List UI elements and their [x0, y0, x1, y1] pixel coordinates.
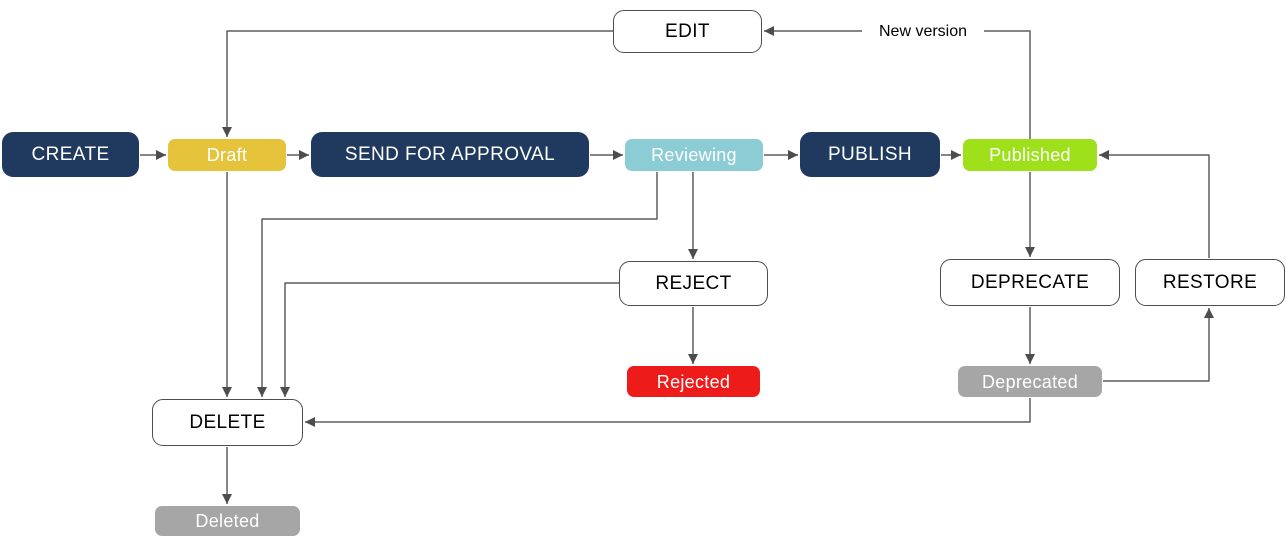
node-edit: EDIT: [613, 10, 762, 53]
node-deprecated: Deprecated: [958, 366, 1102, 397]
node-draft: Draft: [168, 139, 286, 171]
edge-published-edit: [764, 26, 1031, 139]
node-create: CREATE: [2, 132, 139, 177]
edge-reviewing-delete: [257, 172, 658, 397]
node-send-for-approval: SEND FOR APPROVAL: [311, 132, 589, 177]
edge-label-new-version: New version: [862, 20, 984, 44]
node-deprecate: DEPRECATE: [940, 259, 1120, 306]
node-restore: RESTORE: [1135, 259, 1285, 306]
edge-restore-published: [1099, 150, 1210, 258]
node-delete: DELETE: [152, 399, 303, 446]
edge-deprecated-restore: [1103, 308, 1214, 382]
node-reviewing: Reviewing: [625, 139, 763, 171]
node-reject: REJECT: [619, 261, 768, 306]
node-rejected: Rejected: [627, 366, 760, 397]
edge-deprecated-delete: [305, 398, 1031, 427]
edge-reject-delete: [280, 282, 619, 397]
node-published: Published: [963, 139, 1097, 171]
edge-edit-draft: [222, 30, 613, 137]
node-deleted: Deleted: [155, 506, 300, 536]
node-publish: PUBLISH: [800, 132, 940, 177]
